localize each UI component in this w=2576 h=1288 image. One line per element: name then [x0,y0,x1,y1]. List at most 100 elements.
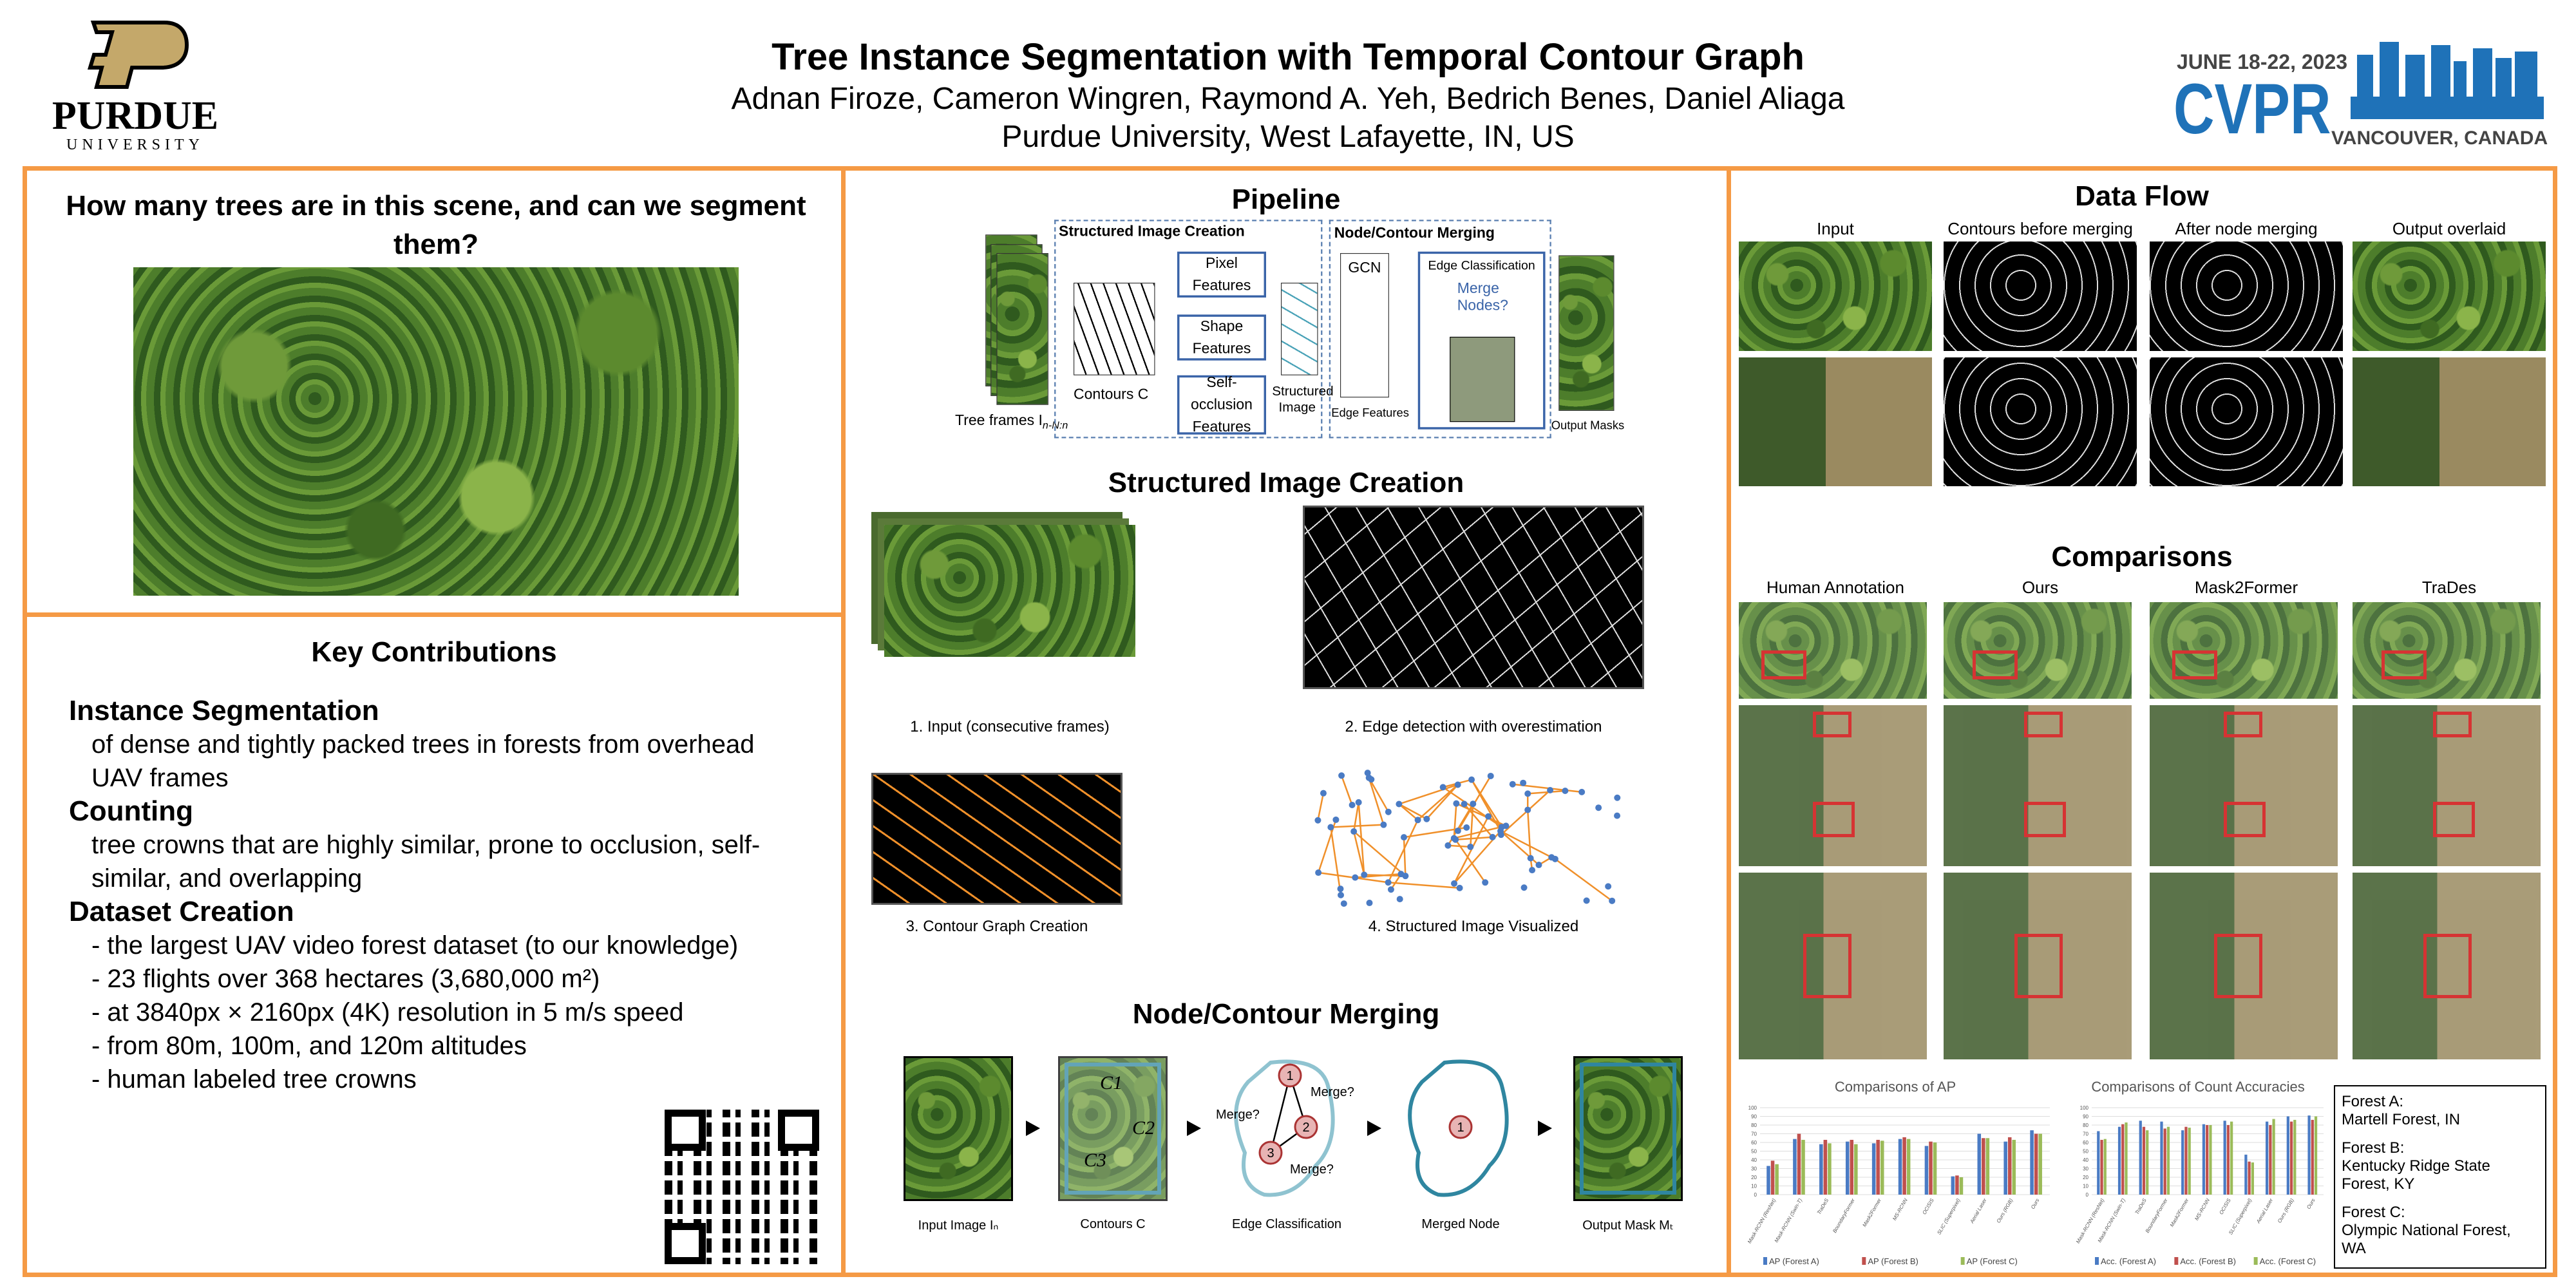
qr-code[interactable] [665,1110,819,1264]
merge-caption: Merged Node [1421,1217,1500,1231]
y-tick-label: 90 [2083,1114,2088,1120]
bar-ap-forest-a- [1819,1144,1823,1195]
bar-ap-forest-c- [1854,1144,1858,1195]
merge-question-label: Merge? [1216,1108,1260,1122]
comparison-image [1739,602,1927,699]
bar-ap-forest-b- [1929,1141,1933,1195]
merge-contours-image [1058,1056,1168,1201]
contrib-head-2: Counting [69,795,194,827]
bar-ap-forest-a- [2003,1141,2007,1195]
dataset-bullet: - human labeled tree crowns [91,1065,417,1094]
ncm-group [1329,220,1551,439]
comparison-image [1739,873,1927,1059]
purdue-logo: PURDUE UNIVERSITY [32,19,238,155]
contours-image [1074,283,1155,375]
edge-classification-graph: 1 2 3 [1234,1059,1335,1197]
conf-place: VANCOUVER, CANADA [2331,128,2548,149]
bar-acc-forest-a- [2139,1121,2142,1195]
comparison-col-label: Human Annotation [1766,578,1904,597]
sic-box-title: Structured Image Creation [1059,223,1245,240]
x-tick-label: BoundaryFormer [2145,1197,2169,1234]
bar-ap-forest-a- [1845,1141,1850,1195]
bar-ap-forest-a- [1924,1146,1929,1195]
bar-ap-forest-c- [2012,1139,2016,1195]
merge-input-image [904,1056,1013,1201]
bar-acc-forest-a- [2286,1116,2289,1195]
legend-swatch [2174,1257,2179,1265]
forest-c-label: Forest C: [2342,1204,2405,1221]
y-tick-label: 40 [1751,1157,1757,1163]
edge-features-label: Edge Features [1331,407,1409,420]
contributions-list: Instance Segmentation of dense and tight… [69,694,810,1096]
y-tick-label: 0 [2086,1192,2089,1198]
dataflow-image [2353,242,2546,351]
comparison-image [1944,705,2132,866]
highlight-box [1813,802,1855,837]
node-label: 3 [1267,1146,1274,1160]
dataflow-image [1944,242,2137,351]
bar-ap-forest-c- [1801,1139,1805,1195]
forest-aerial-image [133,267,739,596]
caption-input: 1. Input (consecutive frames) [910,718,1110,735]
dataflow-col-label: Input [1817,219,1854,238]
authors: Adnan Firoze, Cameron Wingren, Raymond A… [731,82,1845,116]
x-tick-label: MS-RCNN [2193,1197,2211,1221]
arrow-icon [1538,1121,1552,1136]
comparison-image [1739,705,1927,866]
bar-acc-forest-a- [2223,1121,2226,1195]
contrib-head-1: Instance Segmentation [69,695,379,726]
highlight-box [2014,934,2063,998]
x-tick-label: Aerial Laser [1969,1197,1988,1225]
merge-nodes-label: Merge Nodes? [1457,280,1508,314]
method-panel: Pipeline Tree frames In-N:n Structured I… [841,166,1731,1277]
y-tick-label: 60 [1751,1140,1757,1146]
contours-label: Contours C [1074,386,1149,403]
legend-label: AP (Forest C) [1967,1256,2018,1266]
count-accuracy-chart: Comparisons of Count Accuracies010203040… [2075,1079,2324,1266]
y-tick-label: 70 [2083,1132,2088,1137]
bar-acc-forest-b- [2184,1126,2188,1195]
contour-graph-image [871,773,1122,905]
merging-title: Node/Contour Merging [1132,998,1440,1030]
merge-question-label: Merge? [1311,1085,1354,1099]
bar-acc-forest-c- [2293,1119,2297,1195]
x-tick-label: TraDeS [1816,1197,1830,1215]
comparison-col-label: Mask2Former [2194,578,2298,597]
bar-acc-forest-a- [2266,1121,2269,1195]
x-tick-label: Mask2Former [2169,1197,2190,1228]
highlight-box [2224,712,2262,737]
y-tick-label: 40 [2083,1157,2088,1163]
highlight-box [1761,650,1806,679]
bar-ap-forest-c- [2038,1133,2042,1195]
x-tick-label: Ours [2306,1198,2316,1211]
arrow-icon [1026,1121,1040,1136]
x-tick-label: TraDeS [2134,1197,2148,1215]
bar-ap-forest-b- [2034,1133,2038,1195]
question-title: How many trees are in this scene, and ca… [66,190,806,260]
bar-acc-forest-c- [2272,1119,2275,1195]
bar-ap-forest-b- [1876,1139,1880,1195]
comparison-image [1944,873,2132,1059]
bar-ap-forest-c- [1933,1142,1937,1195]
contrib-body-2: tree crowns that are highly similar, pro… [91,831,761,893]
poster-header: Tree Instance Segmentation with Temporal… [0,35,2576,155]
tree-frames-label: Tree frames In-N:n [955,412,1068,431]
y-tick-label: 20 [1751,1175,1757,1180]
bar-acc-forest-b- [2289,1121,2293,1195]
y-tick-label: 30 [1751,1166,1757,1172]
contributions-panel: Key Contributions Instance Segmentation … [23,612,846,1277]
self-occlusion-features-box: Self-occlusion Features [1177,375,1266,435]
highlight-box [1973,650,2018,679]
node-2: 2 [1294,1115,1318,1139]
merge-caption: Contours C [1080,1217,1146,1231]
bar-acc-forest-a- [2307,1115,2311,1195]
structured-image-visualized [1314,770,1621,907]
y-tick-label: 60 [2083,1140,2088,1146]
bar-acc-forest-a- [2181,1130,2184,1195]
output-masks-image [1558,255,1615,411]
bar-ap-forest-b- [1902,1137,1906,1195]
x-tick-label: Ours (RGB) [1996,1197,2014,1224]
bar-ap-forest-c- [1775,1164,1779,1195]
forest-a-name: Martell Forest, IN [2342,1111,2461,1128]
highlight-box [2024,802,2066,837]
